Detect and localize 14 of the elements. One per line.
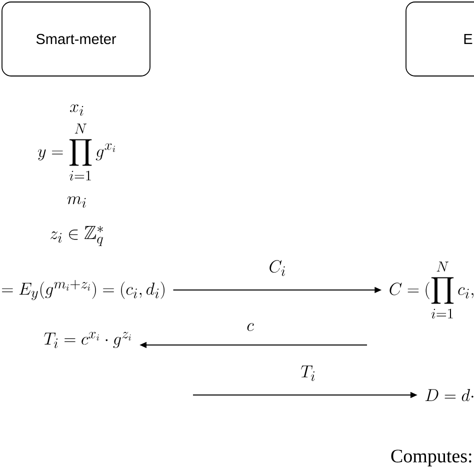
- formula: $D = d \cdot$: [425, 389, 474, 402]
- formula: $= E_y(g^{m_i+z_i}) = (c_i, d_i)$: [2, 280, 164, 300]
- edge-label: $T_i$: [301, 366, 315, 381]
- process-box: E: [406, 2, 474, 76]
- formula: $y = \prod_{i=1}^{N} g^{x_i}$: [38, 124, 116, 180]
- formula: $m_i$: [67, 196, 86, 208]
- formula: $x_i$: [70, 104, 84, 116]
- process-box: Smart-meter: [2, 2, 150, 76]
- formula: $T_i = c^{x_i} \cdot g^{z_i}$: [44, 332, 131, 348]
- formula: $z_i \in \mathbb{Z}_q^*$: [50, 226, 103, 246]
- formula: $C = (\prod_{i=1}^{N} c_i,$: [390, 262, 474, 318]
- note-text: Computes:: [391, 450, 472, 466]
- edge-label: $C_i$: [270, 260, 285, 276]
- edge-label: $c$: [247, 323, 254, 331]
